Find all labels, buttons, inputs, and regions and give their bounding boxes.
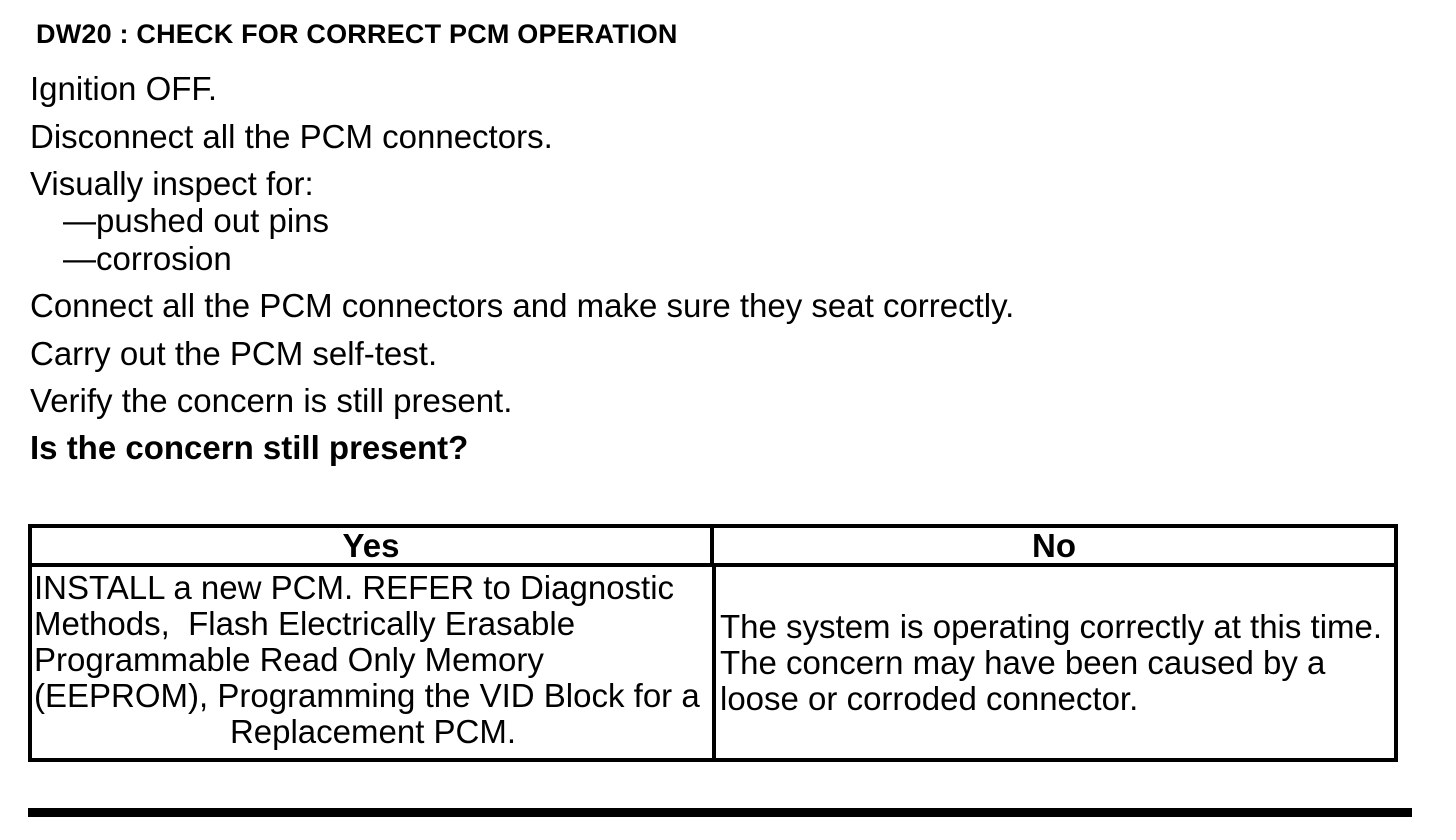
- procedure-step: Visually inspect for:: [30, 165, 314, 202]
- result-line: The system is operating correctly at thi…: [720, 607, 1383, 645]
- procedure-step: Ignition OFF.: [30, 70, 218, 107]
- procedure-step: Verify the concern is still present.: [30, 382, 513, 419]
- decision-table: Yes No INSTALL a new PCM. REFER to Diagn…: [28, 524, 1398, 762]
- procedure-step: Carry out the PCM self-test.: [30, 335, 438, 372]
- decision-table-header-row: Yes No: [32, 528, 1394, 567]
- decision-table-body-row: INSTALL a new PCM. REFER to Diagnostic M…: [32, 567, 1394, 758]
- yes-result-cell: INSTALL a new PCM. REFER to Diagnostic M…: [32, 567, 716, 758]
- no-result-cell: The system is operating correctly at thi…: [716, 567, 1394, 758]
- yes-header-cell: Yes: [32, 528, 714, 563]
- no-header-cell: No: [1032, 528, 1076, 563]
- result-line: Replacement PCM.: [229, 713, 517, 750]
- result-line: The concern may have been caused by a: [720, 643, 1326, 681]
- procedure-step: Disconnect all the PCM connectors.: [30, 118, 553, 155]
- result-line: INSTALL a new PCM. REFER to Diagnostic: [34, 569, 675, 606]
- section-divider-rule: [28, 808, 1412, 817]
- inspection-item: —pushed out pins: [63, 202, 330, 239]
- result-line: (EEPROM), Programming the VID Block for …: [34, 677, 700, 714]
- inspection-item: —corrosion: [63, 240, 232, 277]
- procedure-heading: DW20 : CHECK FOR CORRECT PCM OPERATION: [36, 19, 678, 49]
- result-line: loose or corroded connector.: [720, 679, 1139, 717]
- result-line: Programmable Read Only Memory: [34, 641, 544, 678]
- procedure-question: Is the concern still present?: [30, 429, 469, 466]
- procedure-step: Connect all the PCM connectors and make …: [30, 287, 1015, 324]
- result-line: Methods, Flash Electrically Erasable: [34, 605, 576, 642]
